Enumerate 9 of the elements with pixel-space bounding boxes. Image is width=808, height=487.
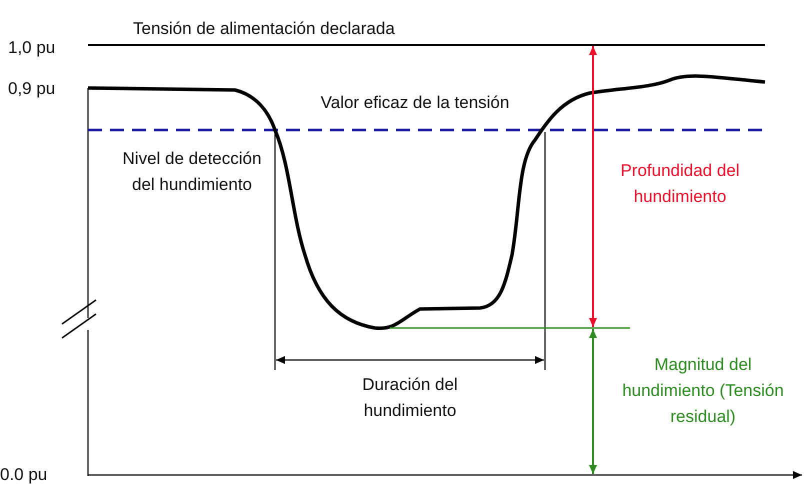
threshold-label: Nivel de detección del hundimiento [122,148,262,196]
curve-label: Valor eficaz de la tensión [320,92,510,114]
dimension-label: Magnitud del hundimiento (Tensión residual) [621,354,785,428]
axis-tick-label: 0,9 pu [8,78,56,100]
dimension-label: Duración del hundimiento [361,374,459,422]
axis-reference-label: Tensión de alimentación declarada [133,18,395,40]
axis-tick-label: 1,0 pu [8,37,56,59]
axis-tick-label: 0.0 pu [0,464,48,486]
dimension-label: Profundidad del hundimiento [619,160,741,208]
